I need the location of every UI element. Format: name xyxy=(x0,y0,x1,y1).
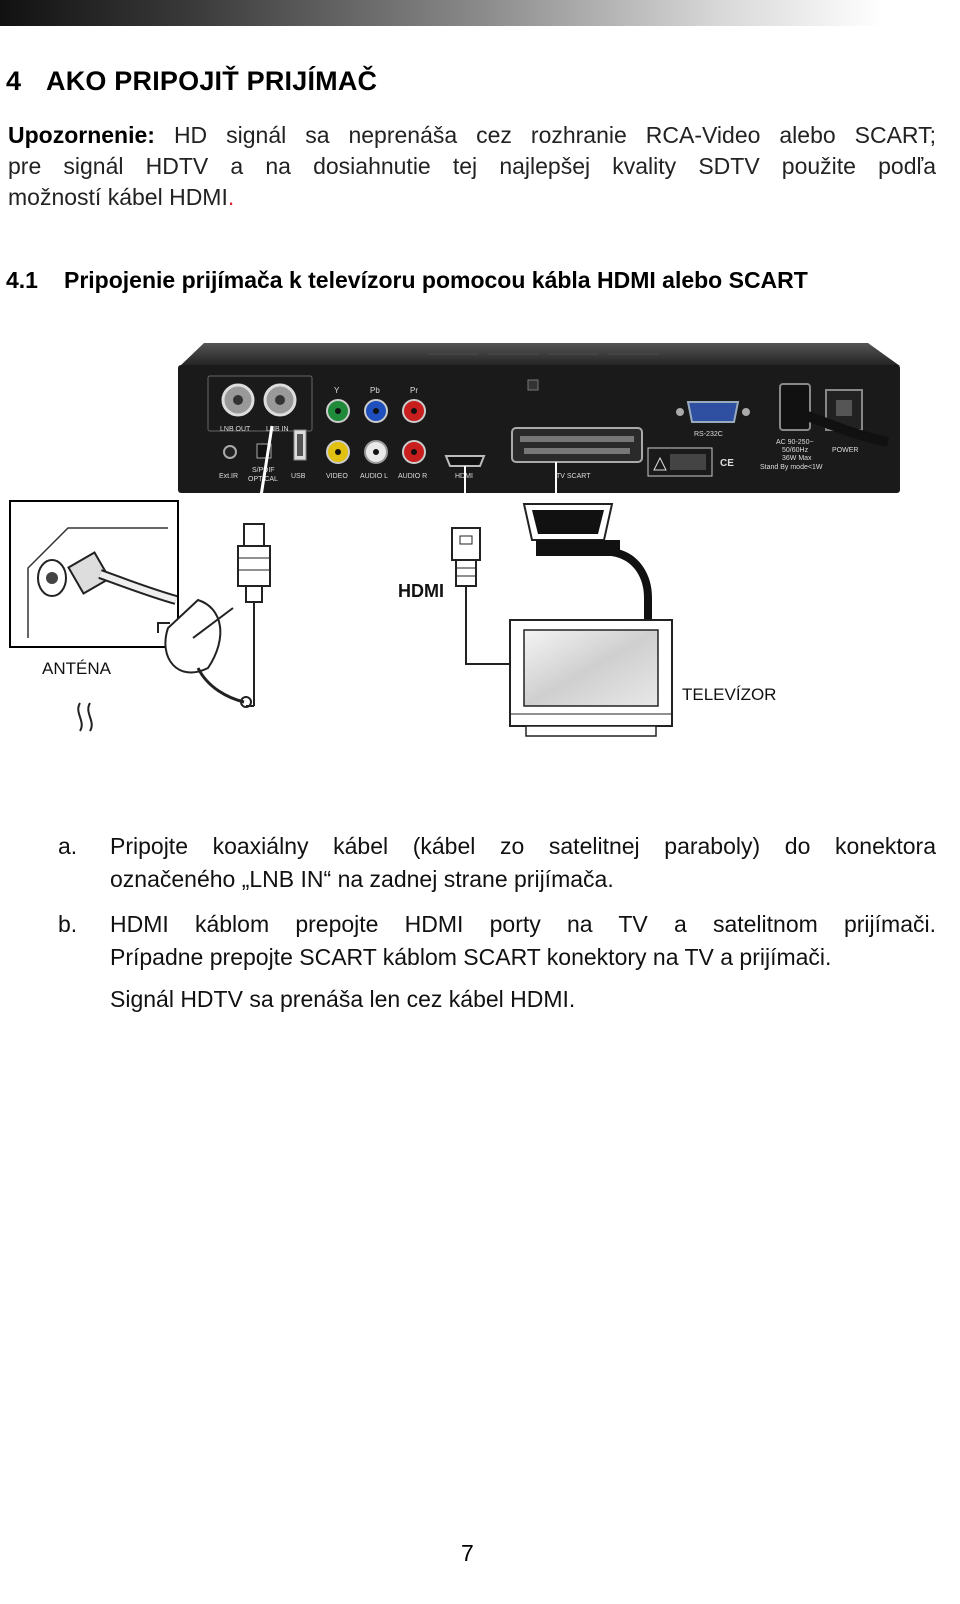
port-label-tv-scart: TV SCART xyxy=(556,473,591,480)
port-label-pr: Pr xyxy=(410,386,418,395)
notice-paragraph: Upozornenie: HD signál sa neprenáša cez … xyxy=(8,120,936,213)
port-label-video: VIDEO xyxy=(326,473,348,480)
port-label-y: Y xyxy=(334,386,340,395)
instruction-marker-b: b. xyxy=(58,911,78,937)
port-label-rs232: RS-232C xyxy=(694,431,723,438)
port-label-pb: Pb xyxy=(370,386,380,395)
instruction-list: a. Pripojte koaxiálny kábel (kábel zo sa… xyxy=(8,830,936,974)
power-spec-1: AC 90-250~ xyxy=(776,439,814,446)
power-spec-3: 36W Max xyxy=(782,455,812,462)
rating-sticker: CE xyxy=(647,447,734,477)
power-inlet xyxy=(779,383,811,431)
instruction-a-line-1: Pripojte koaxiálny kábel (kábel zo satel… xyxy=(110,833,936,859)
port-label-spdif: S/PDIF xyxy=(252,467,275,474)
notice-line-3: možností kábel HDMI. xyxy=(8,182,936,213)
subsection-title: Pripojenie prijímača k televízoru pomoco… xyxy=(64,267,808,293)
header-gradient-bar xyxy=(0,0,960,26)
antenna-label: ANTÉNA xyxy=(42,659,112,678)
power-spec-2: 50/60Hz xyxy=(782,447,809,454)
antenna-wall-socket-inset xyxy=(9,500,179,648)
port-label-audio-r: AUDIO R xyxy=(398,473,427,480)
port-label-lnb-out: LNB OUT xyxy=(220,426,251,433)
port-label-hdmi: HDMI xyxy=(455,473,473,480)
coax-cable xyxy=(237,425,274,707)
jack-pr xyxy=(402,399,426,423)
jack-audio-r xyxy=(402,440,426,464)
scart-port xyxy=(511,427,643,463)
notice-text-1: HD signál sa neprenáša cez rozhranie RCA… xyxy=(173,122,937,148)
hdmi-cable-label: HDMI xyxy=(398,581,444,601)
section-title: AKO PRIPOJIŤ PRIJÍMAČ xyxy=(46,66,378,96)
power-spec-4: Stand By mode<1W xyxy=(760,464,823,471)
port-label-ext-ir: Ext.IR xyxy=(219,473,238,480)
instruction-b-line-2: Prípadne prepojte SCART káblom SCART kon… xyxy=(110,944,832,970)
notice-period: . xyxy=(227,184,235,210)
section-heading: 4 AKO PRIPOJIŤ PRIJÍMAČ xyxy=(6,66,377,97)
tv-label: TELEVÍZOR xyxy=(682,685,776,704)
port-label-power: POWER xyxy=(832,447,858,454)
jack-y xyxy=(326,399,350,423)
port-label-lnb-in: LNB IN xyxy=(266,426,289,433)
signal-waves-icon xyxy=(77,702,93,732)
section-number: 4 xyxy=(6,66,22,96)
hdmi-port xyxy=(444,455,486,467)
rs232-port xyxy=(676,401,750,423)
satellite-dish-icon xyxy=(157,598,252,708)
instruction-item-b: b. HDMI káblom prepojte HDMI porty na TV… xyxy=(8,908,936,974)
notice-line-1: Upozornenie: HD signál sa neprenáša cez … xyxy=(8,120,936,151)
subsection-number: 4.1 xyxy=(6,267,38,293)
instruction-item-a: a. Pripojte koaxiálny kábel (kábel zo sa… xyxy=(8,830,936,896)
scart-cable xyxy=(522,462,652,628)
jack-audio-l xyxy=(364,440,388,464)
hdmi-cable xyxy=(451,466,513,665)
jack-video xyxy=(326,440,350,464)
notice-text-3: možností kábel HDMI xyxy=(8,184,228,210)
usb-port xyxy=(293,429,307,461)
port-label-usb: USB xyxy=(291,473,306,480)
lnb-in-connector xyxy=(263,383,297,417)
hdtv-note: Signál HDTV sa prenáša len cez kábel HDM… xyxy=(110,986,576,1012)
notice-line-2: pre signál HDTV a na dosiahnutie tej naj… xyxy=(8,153,936,179)
television-icon xyxy=(509,619,673,737)
instruction-b-line-1: HDMI káblom prepojte HDMI porty na TV a … xyxy=(110,911,936,937)
svg-text:CE: CE xyxy=(720,458,734,469)
subsection-heading: 4.1 Pripojenie prijímača k televízoru pom… xyxy=(6,267,808,294)
lnb-out-connector xyxy=(221,383,255,417)
connection-diagram: LNB OUT LNB IN Y Pb Pr VIDEO AUDIO L AUD… xyxy=(9,343,900,737)
port-label-audio-l: AUDIO L xyxy=(360,473,388,480)
jack-pb xyxy=(364,399,388,423)
instruction-a-line-2: označeného „LNB IN“ na zadnej strane pri… xyxy=(110,866,614,892)
notice-label: Upozornenie: xyxy=(8,122,155,148)
page-number: 7 xyxy=(461,1540,474,1566)
ext-ir-port xyxy=(223,445,237,459)
instruction-marker-a: a. xyxy=(58,833,78,859)
